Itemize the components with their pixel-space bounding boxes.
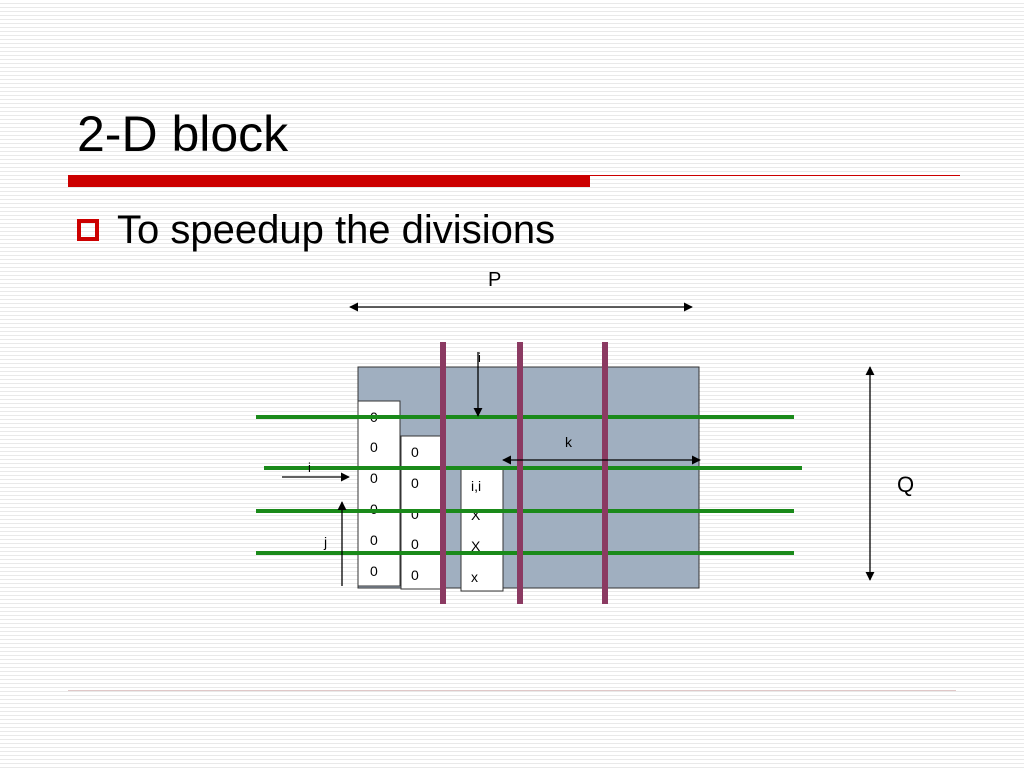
k-label: k (565, 434, 573, 450)
i-top-label: i (478, 350, 481, 365)
col1-cell: 0 (370, 563, 378, 579)
bullet-text: To speedup the divisions (117, 208, 556, 252)
title-underline-thin (590, 175, 960, 176)
col2-cell: 0 (411, 506, 419, 522)
col2-cell: 0 (411, 567, 419, 583)
title-underline-bar (68, 175, 590, 187)
col3-cell: x (471, 569, 478, 585)
col1-cell: 0 (370, 532, 378, 548)
footer-divider (68, 690, 956, 691)
pivot-column (460, 468, 504, 592)
q-label: Q (897, 472, 914, 497)
col1-cell: 0 (370, 470, 378, 486)
slide-title: 2-D block (77, 106, 289, 162)
square-bullet-icon (77, 219, 99, 241)
col3-cell: X (471, 507, 481, 523)
col3-cell: X (471, 538, 481, 554)
col2-cell: 0 (411, 536, 419, 552)
p-label: P (488, 269, 501, 291)
col1-cell: 0 (370, 439, 378, 455)
i-left-label: i (308, 460, 311, 475)
j-label: j (323, 534, 327, 550)
col3-cell: i,i (471, 478, 481, 494)
col2-cell: 0 (411, 475, 419, 491)
zero-column-1 (357, 400, 401, 587)
bullet-item: To speedup the divisions (77, 205, 555, 255)
col2-cell: 0 (411, 444, 419, 460)
